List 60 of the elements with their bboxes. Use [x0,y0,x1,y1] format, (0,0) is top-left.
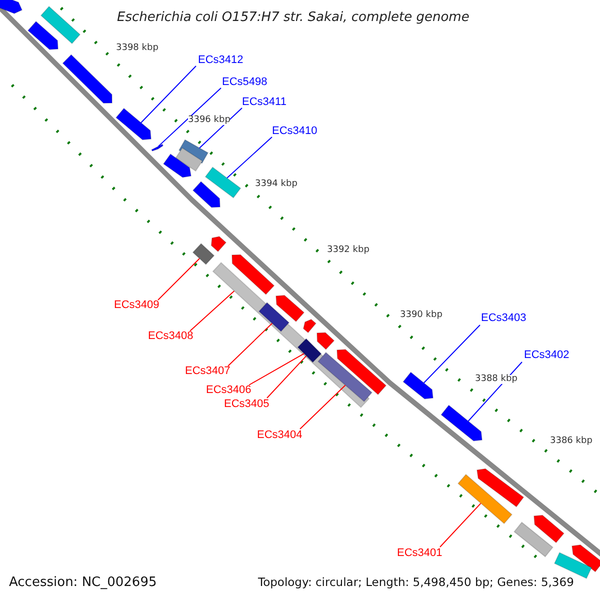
gene-bar [62,54,112,104]
accession-text: Accession: NC_002695 [9,576,157,589]
scale-label: 3394 kbp [255,180,298,189]
gene-bar [210,236,227,252]
leader-line [440,502,482,548]
gene-label: ECs3401 [397,548,442,559]
gene-bar [554,552,592,580]
gene-bar [336,348,387,396]
gene-label: ECs3404 [257,430,302,441]
gene-bar [302,318,317,334]
gene-label: ECs3409 [114,300,160,311]
scale-label: 3392 kbp [327,246,370,255]
leader-line [266,355,307,398]
gene-label: ECs3412 [198,55,244,66]
leader-line [158,88,222,147]
scale-label: 3388 kbp [475,375,518,384]
gene-label: ECs3410 [272,126,318,137]
gene-bar [457,474,513,524]
gene-label: ECs3405 [224,399,270,410]
gene-label: ECs3407 [185,366,230,377]
gene-bar [440,404,483,442]
gene-bar [192,180,221,208]
leader-line [226,136,272,179]
gene-bar [115,108,152,140]
gene-label: ECs3408 [148,331,194,342]
gene-label: ECs3403 [481,313,526,324]
gene-label: ECs3411 [242,97,286,108]
gene-bar [275,294,305,322]
gene-bar [192,242,215,266]
leader-line [228,322,273,366]
gene-label: ECs3402 [524,350,570,361]
leader-line [468,362,522,422]
gene-bar [231,254,275,296]
leader-line [423,324,480,384]
gene-bar [571,544,600,572]
gene-label: ECs3406 [206,385,252,396]
scale-label: 3390 kbp [400,311,442,320]
leader-line [140,66,196,124]
gene-bar [40,6,81,44]
scale-label: 3396 kbp [188,116,230,125]
gene-bar [204,166,242,198]
gene-bar [27,20,59,50]
gene-bar [514,522,554,558]
leader-line [190,290,235,332]
gene-bar [476,468,524,508]
gene-bar [402,372,434,400]
gene-bar [162,153,192,178]
gene-bar [175,147,203,172]
gene-bar [150,144,164,152]
gene-bar [533,514,565,544]
gene-bar [0,0,23,14]
genome-title: Escherichia coli O157:H7 str. Sakai, complete genome [117,11,470,24]
leader-line [248,353,305,386]
leader-line [199,108,242,148]
scale-label: 3398 kbp [116,44,158,53]
leader-line [158,258,200,300]
genome-summary: Topology: circular; Length: 5,498,450 bp; Genes: 5,369 [258,577,574,588]
gene-label: ECs5498 [222,77,268,88]
scale-label: 3386 kbp [550,437,592,446]
leader-line [300,384,346,430]
